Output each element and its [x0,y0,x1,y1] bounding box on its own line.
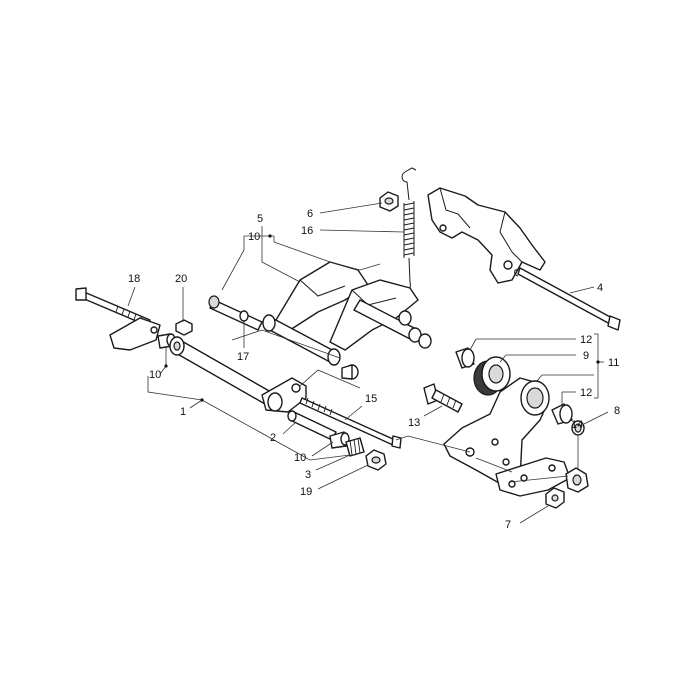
callout-12-lower: 12 [580,387,592,399]
callout-15: 15 [365,393,377,405]
nut-7 [545,487,565,509]
callout-16: 16 [301,225,313,237]
nut-19 [365,449,387,471]
bearing-roller-9 [473,356,511,396]
callout-8: 8 [614,405,620,417]
callout-10-lower: 10 [294,452,306,464]
callout-labels: 1 2 3 4 5 6 7 8 9 10 10 10 11 12 12 13 1… [128,208,620,531]
callout-5: 5 [257,213,263,225]
tension-spring [401,167,417,291]
mounting-plate [109,317,161,351]
pin-17 [208,295,263,331]
callout-4: 4 [597,282,603,294]
main-axle-1 [169,336,307,413]
callout-20: 20 [175,273,187,285]
callout-18: 18 [128,273,140,285]
callout-6: 6 [307,208,313,220]
washer-8 [571,420,585,436]
callout-1: 1 [180,406,186,418]
callout-13: 13 [408,417,420,429]
nut-6 [379,191,399,212]
callout-10-top: 10 [248,231,260,243]
nut-14 [565,467,589,493]
frame-bracket [427,187,546,284]
callout-12-upper: 12 [580,334,592,346]
callout-9: 9 [583,350,589,362]
adjuster-plate [495,457,571,497]
long-bolt-4 [514,267,621,331]
leader-lines [127,202,609,524]
callout-7: 7 [505,519,511,531]
callout-3: 3 [305,469,311,481]
leader-dots [164,234,600,402]
callout-11: 11 [608,357,619,369]
callout-17: 17 [237,351,249,363]
threaded-bushing-3 [345,437,365,457]
idler-arm-11 [443,377,550,489]
bushing-12-lower [551,403,573,425]
callout-2: 2 [270,432,276,444]
nut-20 [175,319,193,336]
bolt-15 [299,397,402,449]
callout-10-left: 10 [149,369,161,381]
callout-19: 19 [300,486,312,498]
swing-arm-5 [262,261,432,380]
bolt-13 [423,383,463,413]
callout-14: 14 [571,419,583,431]
bolt-18 [75,287,151,327]
bushing-12-upper [455,347,475,369]
